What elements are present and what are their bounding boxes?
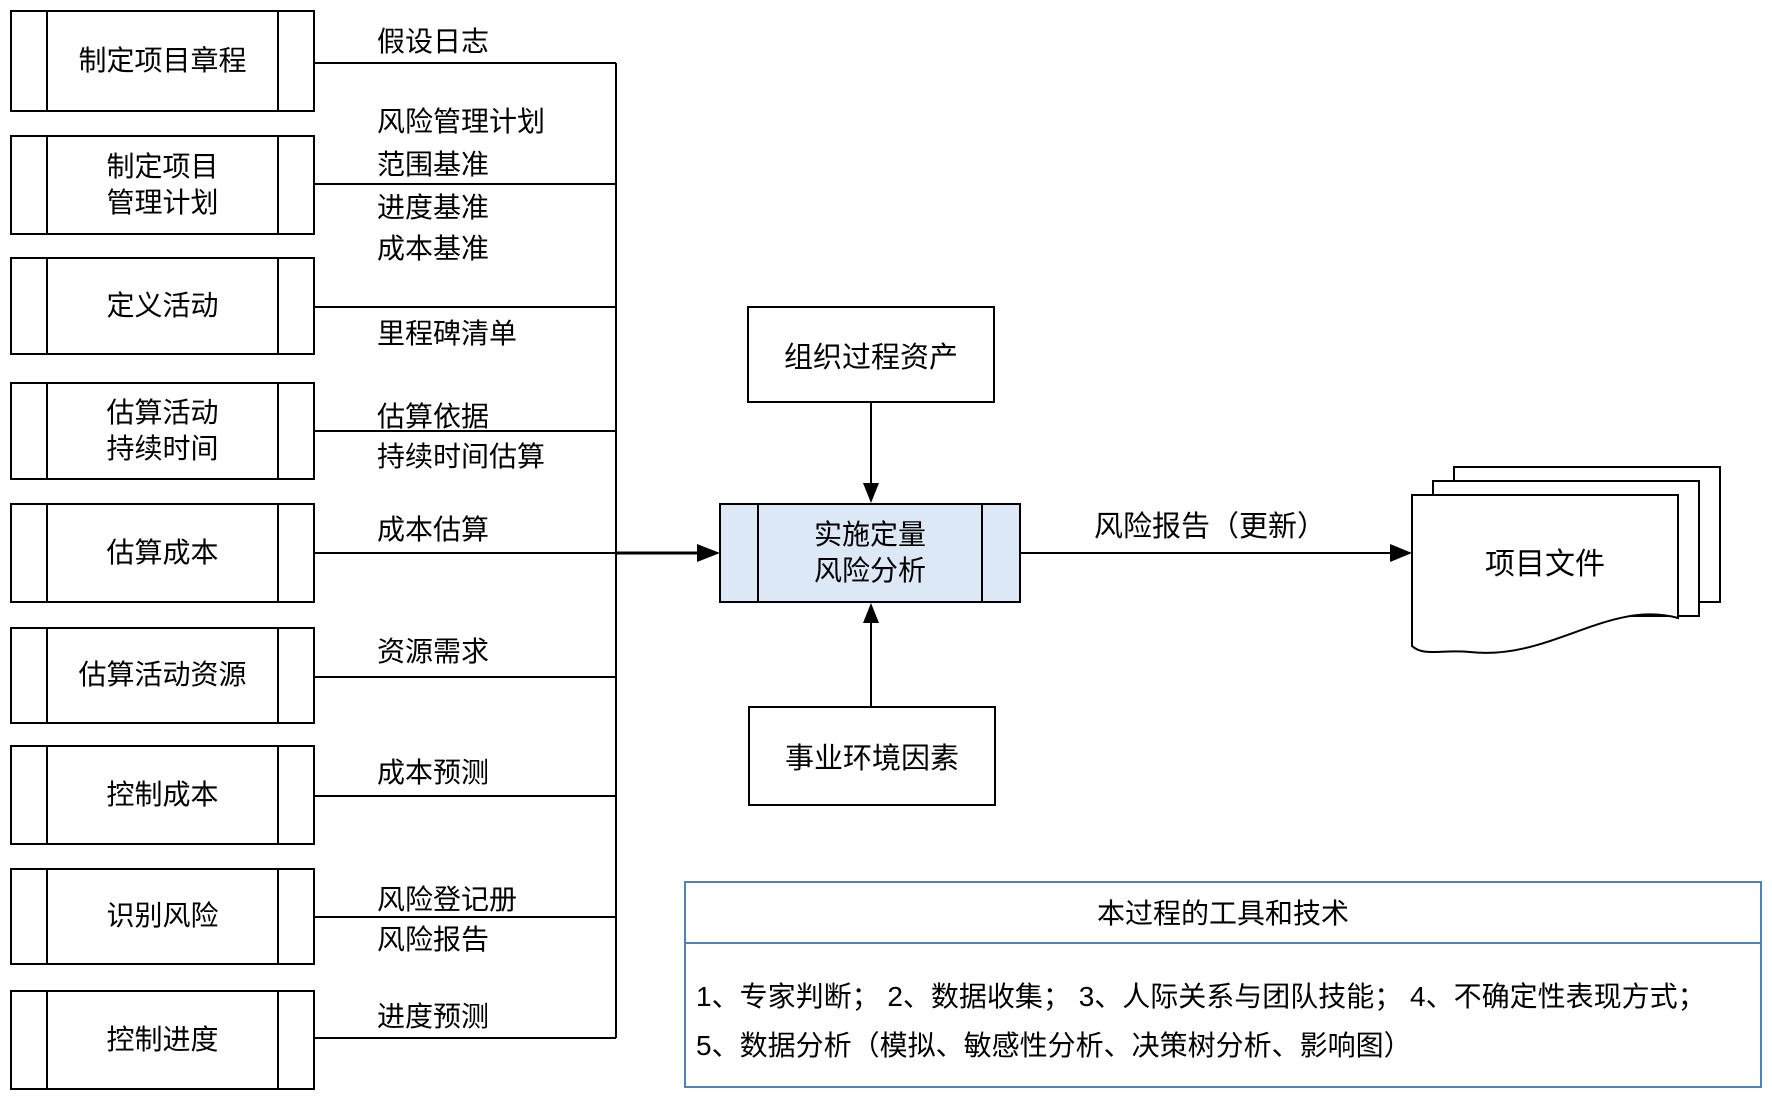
input-box-enterprise-environmental-factors: 事业环境因素	[748, 706, 996, 806]
arrow-label-risk-report-updates: 风险报告（更新）	[1093, 511, 1326, 543]
output-label-cost-baseline: 成本基准	[377, 233, 490, 264]
tools-panel-line-1: 1、专家判断； 2、数据收集； 3、人际关系与团队技能； 4、不确定性表现方式；	[696, 981, 1706, 1012]
process-box-control-costs: 控制成本	[10, 745, 315, 845]
process-box-estimate-activity-durations: 估算活动 持续时间	[10, 382, 315, 480]
main-input-arrowhead	[697, 544, 720, 562]
tools-panel-title: 本过程的工具和技术	[686, 883, 1760, 944]
process-box-estimate-activity-resources: 估算活动资源	[10, 627, 315, 724]
process-box-develop-project-management-plan: 制定项目 管理计划	[10, 135, 315, 235]
output-label-resource-requirements: 资源需求	[377, 636, 490, 667]
input-arrowhead-up	[863, 603, 879, 623]
process-box-estimate-costs: 估算成本	[10, 503, 315, 603]
process-box-define-activities: 定义活动	[10, 257, 315, 355]
output-label-schedule-baseline: 进度基准	[377, 192, 490, 223]
output-label-assumption-log: 假设日志	[377, 26, 490, 57]
tools-panel: 本过程的工具和技术 1、专家判断； 2、数据收集； 3、人际关系与团队技能； 4…	[684, 881, 1762, 1088]
output-label-milestone-list: 里程碑清单	[377, 318, 518, 349]
output-label-cost-forecasts: 成本预测	[377, 757, 490, 788]
tools-panel-line-2: 5、数据分析（模拟、敏感性分析、决策树分析、影响图）	[696, 1030, 1412, 1061]
output-label-scope-baseline: 范围基准	[377, 149, 490, 180]
document-stack	[1411, 466, 1721, 654]
output-label-risk-report: 风险报告	[377, 924, 490, 955]
input-arrowhead-down	[863, 483, 879, 503]
output-arrowhead	[1390, 544, 1412, 562]
output-label-cost-estimates: 成本估算	[377, 514, 490, 545]
document-label-project-documents: 项目文件	[1485, 548, 1605, 581]
tools-panel-body: 1、专家判断； 2、数据收集； 3、人际关系与团队技能； 4、不确定性表现方式；…	[686, 944, 1760, 1070]
output-label-risk-management-plan: 风险管理计划	[377, 106, 546, 137]
process-box-identify-risks: 识别风险	[10, 868, 315, 965]
output-label-basis-of-estimates: 估算依据	[377, 401, 490, 432]
document-page-front	[1411, 494, 1679, 654]
input-box-organizational-process-assets: 组织过程资产	[747, 306, 995, 403]
process-box-perform-quantitative-risk-analysis: 实施定量 风险分析	[719, 503, 1021, 603]
output-label-duration-estimates: 持续时间估算	[377, 441, 546, 472]
process-box-develop-project-charter: 制定项目章程	[10, 10, 315, 112]
output-label-schedule-forecasts: 进度预测	[377, 1001, 490, 1032]
process-box-control-schedule: 控制进度	[10, 990, 315, 1090]
output-label-risk-register: 风险登记册	[377, 884, 518, 915]
